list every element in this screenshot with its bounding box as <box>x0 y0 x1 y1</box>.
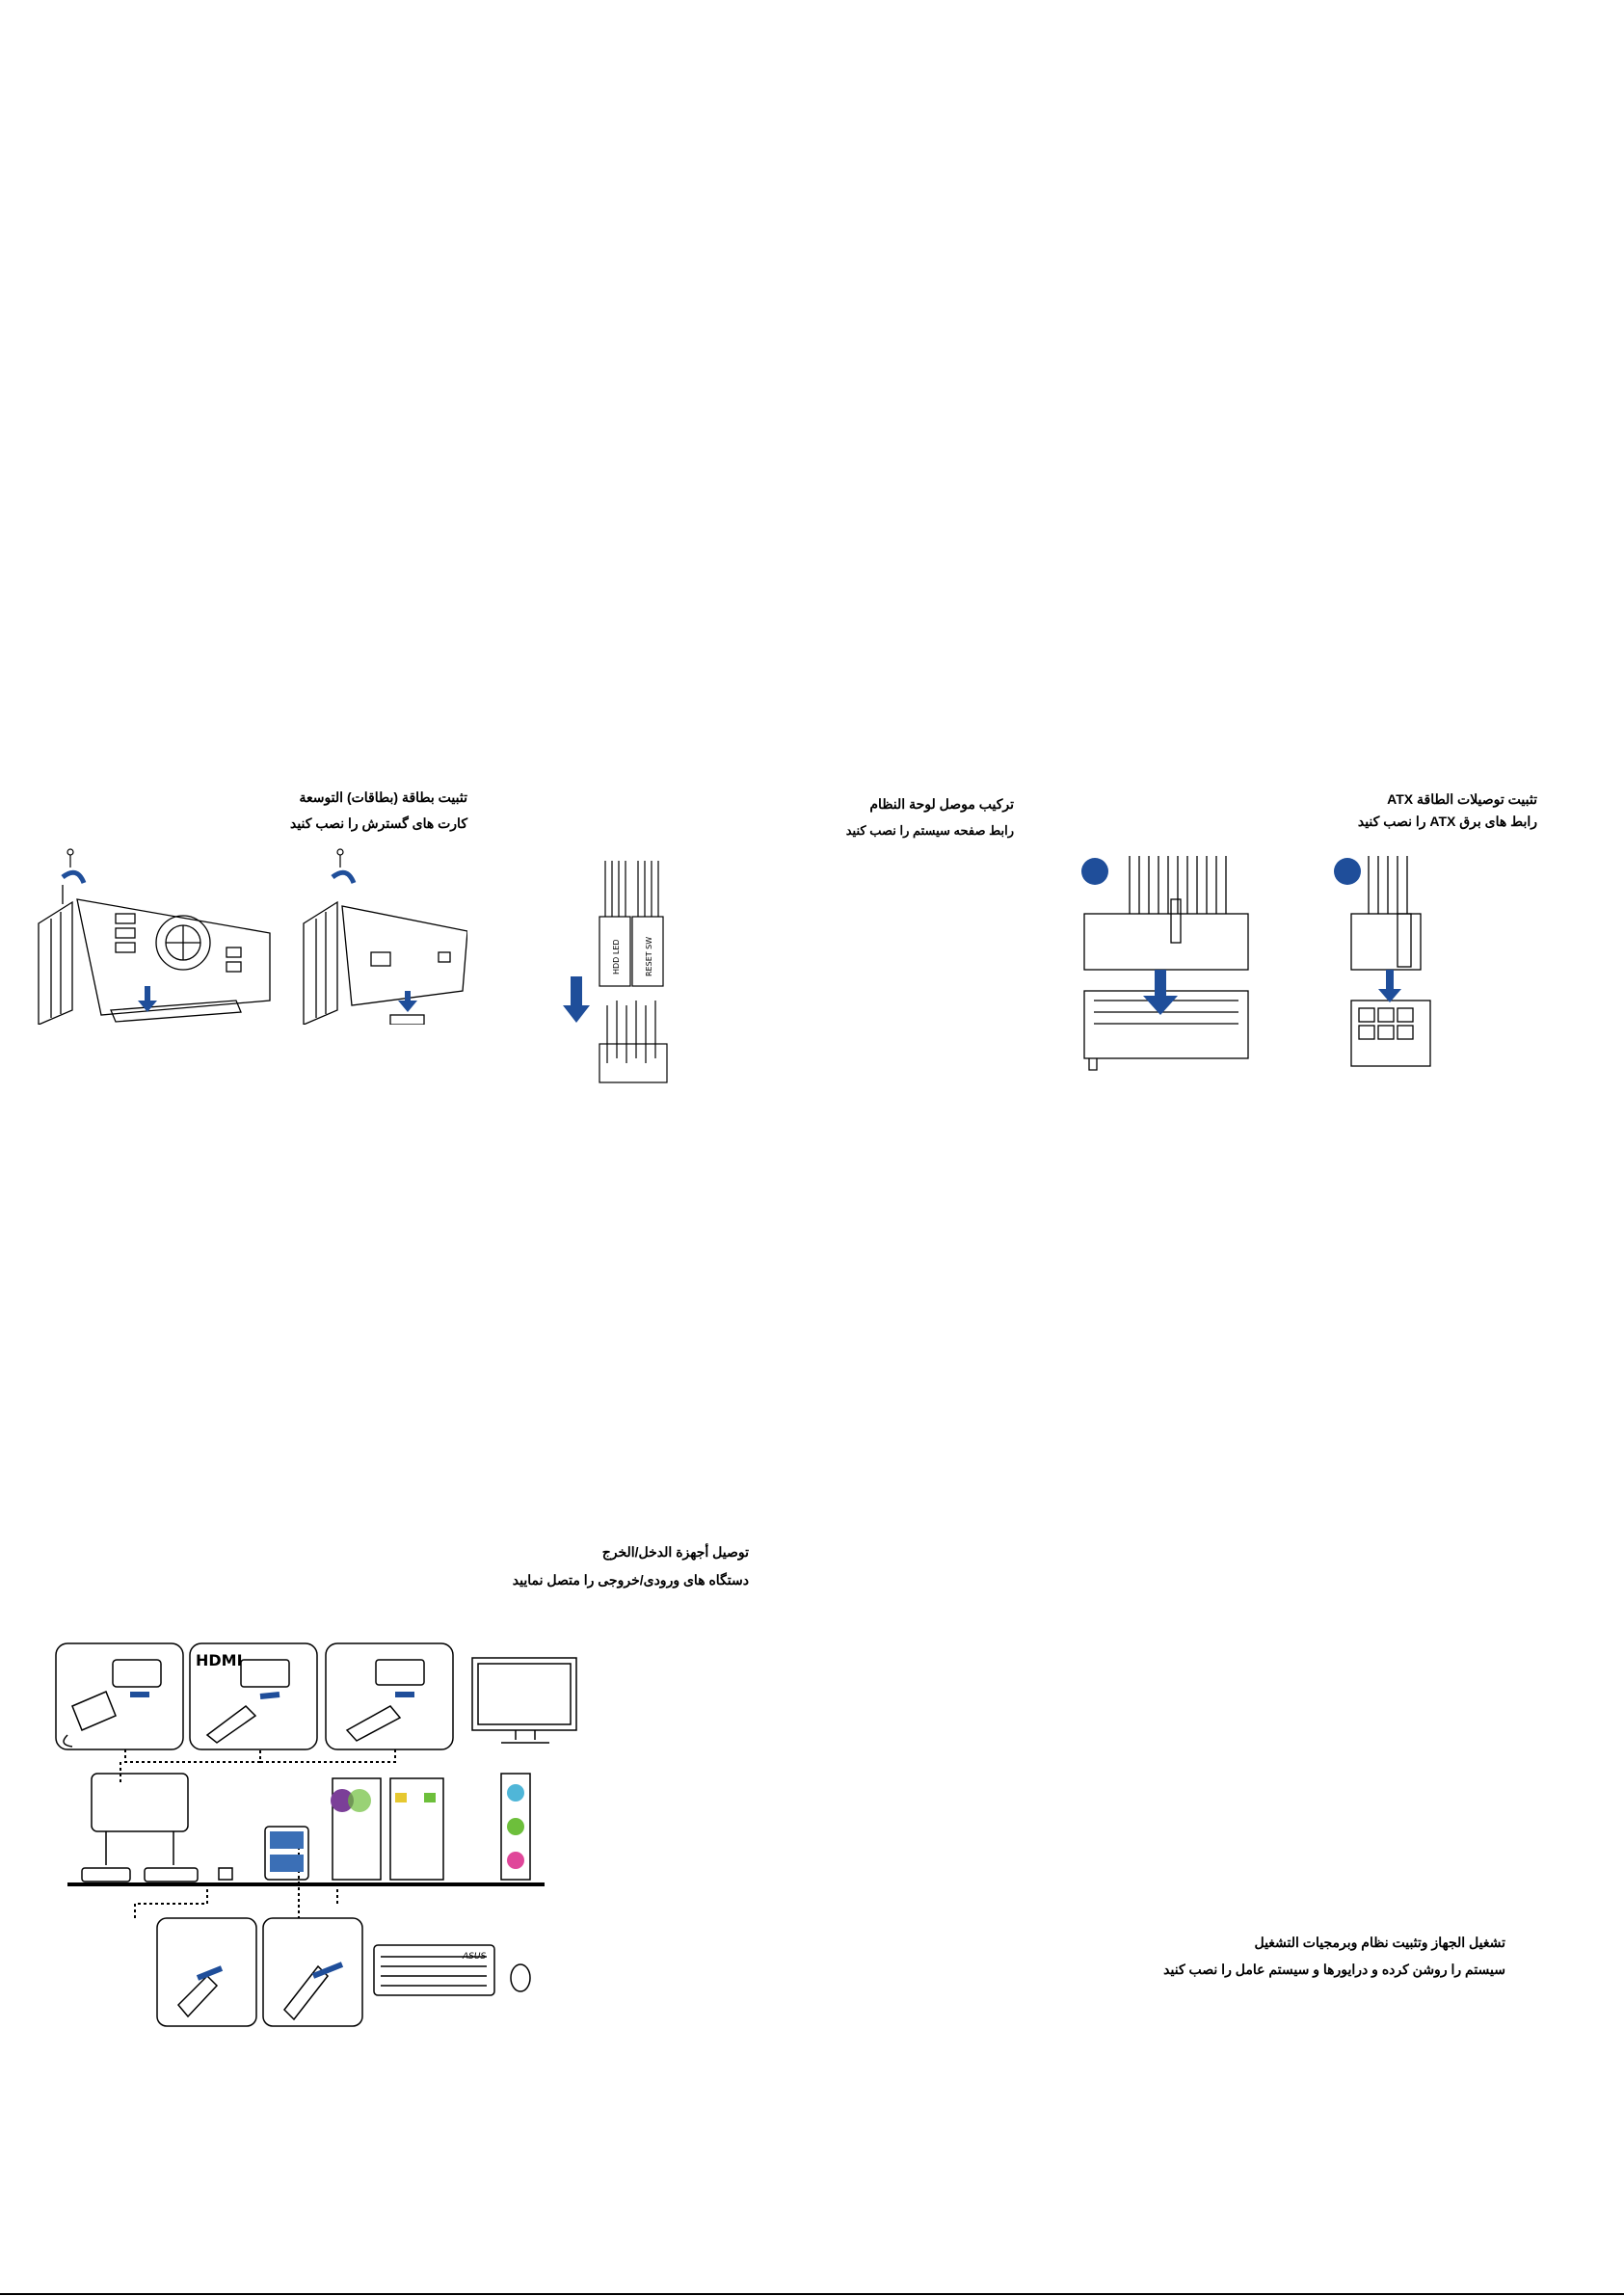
down-arrow-icon <box>1143 970 1178 1015</box>
asus-logo: ASUS <box>462 1952 486 1962</box>
atx-power-title: تثبيت توصيلات الطاقة ATX <box>1387 791 1537 807</box>
down-arrow-icon <box>1378 970 1401 1002</box>
displayport-port <box>144 1867 199 1882</box>
rotate-arrow-icon <box>331 869 357 885</box>
ps2-green-port <box>348 1789 371 1812</box>
screw-icon <box>336 848 344 868</box>
step-badge-24pin <box>1081 858 1108 885</box>
hdmi-inset <box>189 1642 318 1750</box>
page-bottom-rule <box>0 2293 1624 2295</box>
hdmi-port <box>81 1867 131 1882</box>
monitor-icon <box>471 1657 577 1731</box>
usb-inset <box>156 1917 257 2027</box>
vga-port <box>91 1773 189 1832</box>
ps2-purple-port <box>331 1789 354 1812</box>
rotate-arrow-icon <box>61 869 87 885</box>
hdd-led-label: HDD LED <box>612 939 621 974</box>
io-devices-figure: HDMI <box>55 1642 577 2027</box>
atx-power-subtitle: رابط های برق ATX را نصب کنید <box>1357 814 1537 829</box>
power-on-title: تشغيل الجهاز وتثبيت نظام وبرمجيات التشغي… <box>1254 1935 1505 1950</box>
audio-blue-port <box>507 1784 524 1802</box>
audio-pink-port <box>507 1852 524 1869</box>
io-devices-subtitle: دستگاه های ورودی/خروجی را متصل نمایید <box>512 1572 749 1588</box>
screw-icon <box>67 848 74 868</box>
keyboard-icon <box>373 1944 495 1996</box>
hdmi-logo: HDMI <box>196 1651 243 1669</box>
lan-port <box>389 1777 444 1881</box>
mouse-icon <box>510 1963 531 1992</box>
down-arrow-icon <box>138 986 157 1012</box>
vga-inset <box>55 1642 184 1750</box>
expansion-card-figure <box>38 848 467 1025</box>
system-panel-title: تركيب موصل لوحة النظام <box>869 796 1014 812</box>
io-devices-title: توصيل أجهزة الدخل/الخرج <box>601 1544 749 1560</box>
audio-green-port <box>507 1818 524 1835</box>
usb3-port <box>264 1826 309 1881</box>
step-badge-8pin <box>1334 858 1361 885</box>
expansion-card-title: تثبيت بطاقة (بطاقات) التوسعة <box>299 789 467 805</box>
system-panel-figure: HDD LED RESET SW <box>563 861 668 1083</box>
graphics-card-illustration <box>38 885 271 1025</box>
audio-panel <box>500 1773 531 1881</box>
down-arrow-icon <box>563 976 590 1023</box>
atx-power-figure <box>1081 856 1431 1071</box>
system-panel-subtitle: رابط صفحه سیستم را نصب کنید <box>845 823 1014 838</box>
displayport-inset <box>325 1642 454 1750</box>
power-on-subtitle: سیستم را روشن کرده و درایورها و سیستم عا… <box>1163 1962 1505 1977</box>
keyboard-inset <box>262 1917 363 2027</box>
reset-sw-label: RESET SW <box>645 937 653 976</box>
small-card-illustration <box>303 900 467 1025</box>
expansion-card-subtitle: کارت های گسترش را نصب کنید <box>289 815 467 831</box>
ps2-port <box>332 1777 382 1881</box>
down-arrow-icon <box>398 991 417 1012</box>
